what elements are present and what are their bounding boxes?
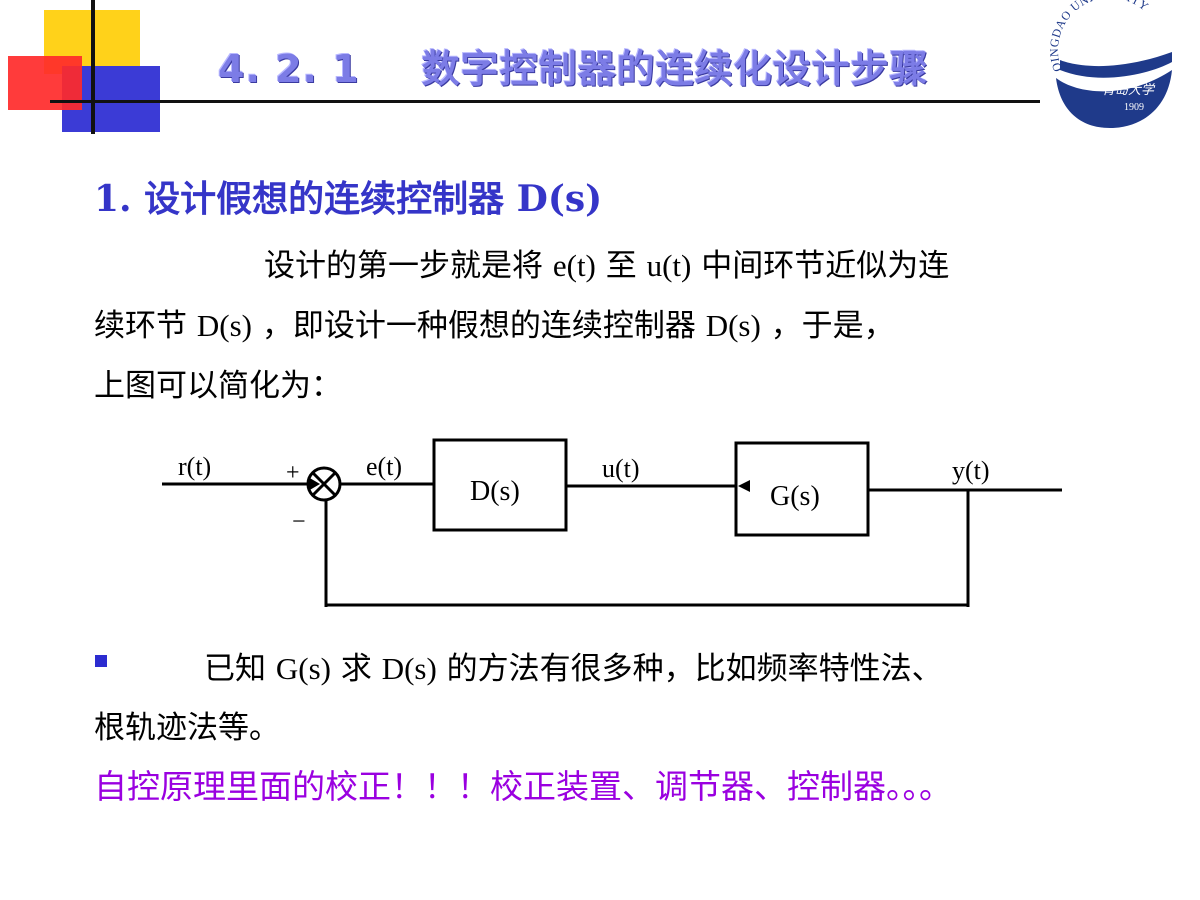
- title-number: 4. 2. 1: [218, 47, 360, 91]
- page-title: 4. 2. 1 数字控制器的连续化设计步骤: [218, 38, 929, 93]
- section-heading: 1. 设计假想的连续控制器 D(s): [94, 178, 603, 220]
- summing-cross-2: [311, 471, 337, 497]
- note-text: 自控原理里面的校正！！！校正装置、调节器、控制器。。。: [94, 767, 952, 806]
- p1-text-e: 中间环节近似为连: [691, 248, 950, 284]
- b-text-e: 的方法有很多种，比如频率特性法、: [436, 651, 943, 687]
- block-diagram: r(t) + − e(t) D(s) u(t) G(s) y(t): [162, 438, 1062, 607]
- controller-label: D(s): [470, 476, 520, 507]
- p2-ds-2: D(s): [705, 308, 761, 343]
- b-text-c: 求: [330, 651, 382, 687]
- bullet-line-1: 已知 G(s) 求 D(s) 的方法有很多种，比如频率特性法、: [204, 643, 943, 688]
- qingdao-university-logo: QINGDAO UNIVERSITY 青岛大学 1909: [1040, 0, 1182, 132]
- b-gs: G(s): [275, 651, 331, 686]
- paragraph-line-1: 设计的第一步就是将 e(t) 至 u(t) 中间环节近似为连: [264, 240, 949, 285]
- p2-ds: D(s): [196, 308, 252, 343]
- output-label: y(t): [952, 456, 990, 485]
- control-label: u(t): [602, 454, 640, 483]
- input-label: r(t): [178, 452, 211, 481]
- p2-text-e: ，于是，: [760, 308, 895, 344]
- bullet-line-2: 根轨迹法等。: [94, 710, 280, 746]
- p1-ut: u(t): [646, 248, 692, 283]
- p2-text-a: 续环节: [94, 308, 197, 344]
- bullet-square-icon: [95, 655, 107, 667]
- input-arrow-head: [308, 477, 320, 491]
- title-text: 数字控制器的连续化设计步骤: [421, 47, 929, 91]
- plus-sign: +: [286, 460, 300, 486]
- p2-text-c: ，即设计一种假想的连续控制器: [251, 308, 706, 344]
- paragraph-line-3: 上图可以简化为：: [94, 368, 342, 404]
- logo-text-cn: 青岛大学: [1102, 82, 1156, 98]
- control-arrow-head: [738, 480, 750, 492]
- error-label: e(t): [366, 452, 402, 481]
- p1-et: e(t): [552, 248, 596, 283]
- b-text-a: 已知: [204, 651, 276, 687]
- p1-text-c: 至: [595, 248, 647, 284]
- paragraph-line-2: 续环节 D(s) ，即设计一种假想的连续控制器 D(s) ，于是，: [94, 300, 895, 345]
- deco-vertical-line: [91, 0, 95, 134]
- plant-label: G(s): [770, 481, 820, 512]
- p1-text-a: 设计的第一步就是将: [264, 248, 553, 284]
- logo-year: 1909: [1124, 102, 1144, 113]
- b-ds: D(s): [381, 651, 437, 686]
- minus-sign: −: [292, 509, 306, 535]
- deco-horizontal-line: [50, 100, 1040, 103]
